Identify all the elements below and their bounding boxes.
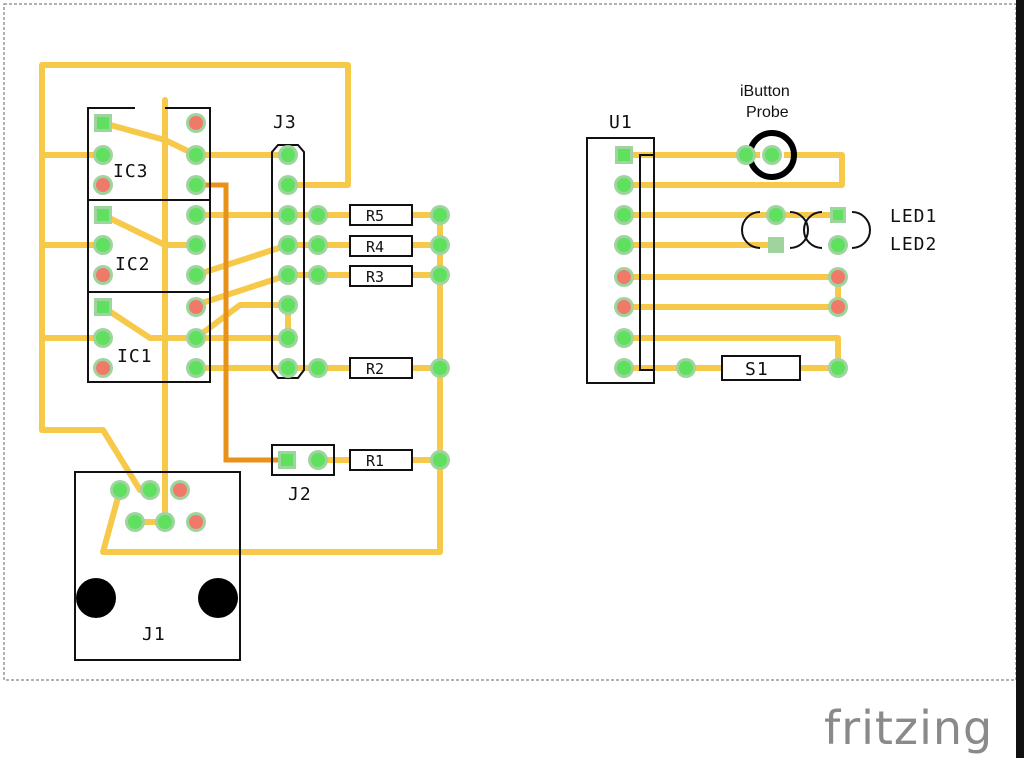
- pad-connected: [765, 148, 779, 162]
- led-outlines: [741, 211, 871, 249]
- ibutton-label-line1: iButton: [740, 83, 790, 100]
- ibutton-label-line2: Probe: [746, 104, 789, 121]
- ic-outlines: [74, 107, 655, 661]
- s1-label: S1: [745, 359, 769, 380]
- ic2-label: IC2: [115, 254, 151, 275]
- pad-unconnected: [189, 515, 203, 529]
- pad-connected: [433, 208, 447, 222]
- r2-label: R2: [366, 360, 384, 378]
- pad-connected: [433, 453, 447, 467]
- r5-label: R5: [366, 207, 384, 225]
- round-pads: [93, 113, 848, 532]
- pad-connected: [281, 238, 295, 252]
- r3-label: R3: [366, 268, 384, 286]
- bottom-traces: [39, 62, 845, 555]
- fritzing-logo: fritzing: [824, 701, 993, 755]
- pad-unconnected: [96, 178, 110, 192]
- pad-connected: [679, 361, 693, 375]
- j1-label: J1: [142, 624, 166, 645]
- pad-connected: [831, 238, 845, 252]
- ic1-label: IC1: [117, 346, 153, 367]
- pad-connected: [96, 331, 110, 345]
- pad-connected: [433, 361, 447, 375]
- pad-connected: [128, 515, 142, 529]
- pad-connected: [96, 238, 110, 252]
- mounting-hole: [198, 578, 238, 618]
- pad-connected: [311, 453, 325, 467]
- pad-connected: [281, 178, 295, 192]
- pad-connected: [281, 361, 295, 375]
- led1-label: LED1: [890, 206, 937, 227]
- pad-unconnected: [617, 300, 631, 314]
- pad-unconnected: [617, 270, 631, 284]
- pad-unconnected: [831, 300, 845, 314]
- pad-connected: [143, 483, 157, 497]
- pad-connected: [617, 208, 631, 222]
- resistor-bodies: [349, 204, 801, 471]
- pad-connected: [281, 208, 295, 222]
- pad-connected: [189, 148, 203, 162]
- window-edge: [1016, 0, 1024, 758]
- pad-connected: [769, 208, 783, 222]
- pad-connected: [433, 268, 447, 282]
- pad-connected: [617, 361, 631, 375]
- pad-connected: [311, 268, 325, 282]
- pad-unconnected: [189, 116, 203, 130]
- pad-connected: [189, 238, 203, 252]
- pad-unconnected: [96, 268, 110, 282]
- pad-connected: [311, 208, 325, 222]
- pad-connected: [189, 178, 203, 192]
- pads: [94, 114, 846, 469]
- u1-label: U1: [609, 112, 633, 133]
- pad-connected: [617, 331, 631, 345]
- r4-label: R4: [366, 238, 384, 256]
- pad-connected: [189, 331, 203, 345]
- pad-connected: [281, 331, 295, 345]
- pad-connected: [311, 361, 325, 375]
- pad-connected: [189, 208, 203, 222]
- pad-connected: [831, 361, 845, 375]
- pad-unconnected: [189, 300, 203, 314]
- ic3-label: IC3: [113, 161, 149, 182]
- pad-connected: [189, 361, 203, 375]
- r1-label: R1: [366, 452, 384, 470]
- pad-connected: [113, 483, 127, 497]
- pad-connected: [281, 268, 295, 282]
- mounting-hole: [76, 578, 116, 618]
- pad-connected: [617, 178, 631, 192]
- led2-label: LED2: [890, 234, 937, 255]
- pad-connected: [281, 298, 295, 312]
- board-outline: [3, 3, 1017, 681]
- pad-connected: [617, 238, 631, 252]
- pad-connected: [311, 238, 325, 252]
- pad-connected: [433, 238, 447, 252]
- j3-label: J3: [273, 112, 297, 133]
- pad-connected: [96, 148, 110, 162]
- pad-connected: [739, 148, 753, 162]
- pad-connected: [158, 515, 172, 529]
- pad-unconnected: [173, 483, 187, 497]
- pad-unconnected: [831, 270, 845, 284]
- j2-label: J2: [288, 484, 312, 505]
- pad-unconnected: [96, 361, 110, 375]
- pad-connected: [281, 148, 295, 162]
- pad-connected: [189, 268, 203, 282]
